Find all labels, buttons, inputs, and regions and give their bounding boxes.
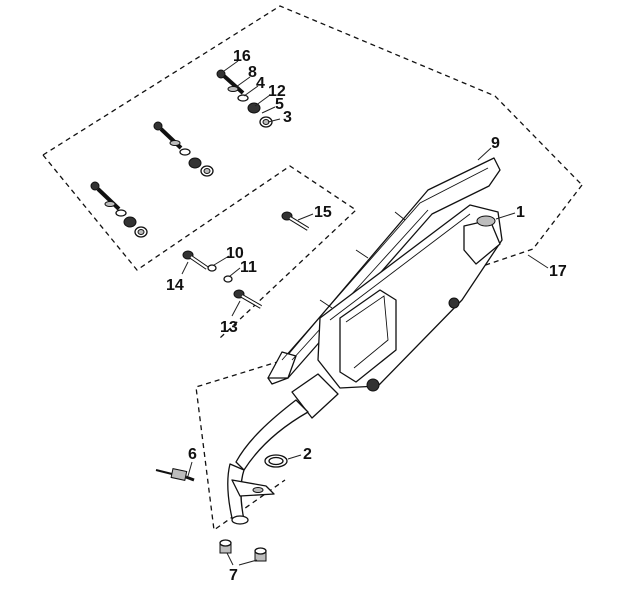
bolt-set-lower xyxy=(90,181,148,238)
bolt-set-top xyxy=(216,69,273,128)
sensor-6 xyxy=(155,468,195,482)
callout-10: 10 xyxy=(226,245,244,262)
callout-11: 11 xyxy=(240,259,257,276)
bolt-set-middle xyxy=(153,121,214,177)
nuts-7 xyxy=(219,539,267,562)
washer-11 xyxy=(223,275,233,283)
callout-5: 5 xyxy=(275,96,284,113)
callout-13: 13 xyxy=(220,319,238,336)
callout-2: 2 xyxy=(303,446,312,463)
bolt-14 xyxy=(182,250,209,270)
callout-12: 12 xyxy=(268,83,286,100)
bolt-13 xyxy=(233,289,263,309)
muffler-1 xyxy=(317,204,503,392)
callout-14: 14 xyxy=(166,277,184,294)
callout-17: 17 xyxy=(549,263,567,280)
callout-1: 1 xyxy=(516,204,525,221)
callout-7: 7 xyxy=(229,567,238,584)
upper-group-left-edge xyxy=(42,154,358,339)
washer-10 xyxy=(207,264,217,272)
callout-4: 4 xyxy=(256,75,265,92)
callout-16: 16 xyxy=(233,48,251,65)
gasket-2 xyxy=(264,454,288,468)
exhaust-pipe xyxy=(227,373,339,525)
callout-3: 3 xyxy=(283,109,292,126)
callout-8: 8 xyxy=(248,64,257,81)
bolt-15 xyxy=(281,211,310,231)
upper-group-outline xyxy=(42,5,583,186)
leader-lines xyxy=(181,60,549,566)
callout-9: 9 xyxy=(491,135,500,152)
callout-15: 15 xyxy=(314,204,332,221)
callout-6: 6 xyxy=(188,446,197,463)
